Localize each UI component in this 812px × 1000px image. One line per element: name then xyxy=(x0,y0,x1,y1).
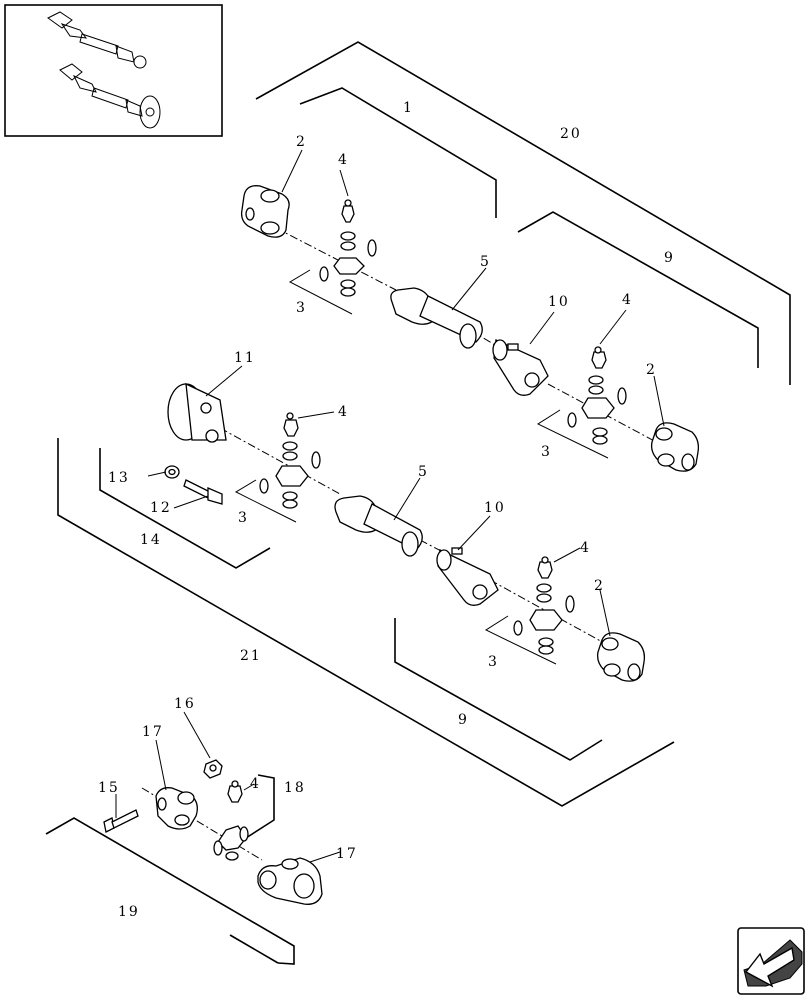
nut-part-16 xyxy=(203,759,223,779)
driveline-thumbnail-upper xyxy=(47,11,147,69)
label-17: 17 xyxy=(142,724,164,740)
cross-bearing-lower-right xyxy=(513,583,575,655)
bracket-3-b xyxy=(536,409,609,459)
axis-line xyxy=(547,383,661,445)
bracket-3-d xyxy=(484,615,557,665)
label-2: 2 xyxy=(646,362,657,378)
label-2: 2 xyxy=(296,134,307,150)
label-17: 17 xyxy=(336,846,358,862)
label-3: 3 xyxy=(296,300,307,316)
tube-part-10-upper xyxy=(492,339,549,396)
axis-line xyxy=(275,227,397,291)
label-15: 15 xyxy=(98,780,120,796)
grease-fitting-part-4-lower-left xyxy=(283,412,299,437)
axis-line xyxy=(219,427,341,495)
part-labels: 1 2 2 2 3 3 3 3 4 4 4 4 4 5 5 9 9 10 10 … xyxy=(98,100,675,920)
label-5: 5 xyxy=(418,464,429,480)
bracket-21 xyxy=(57,438,675,807)
label-12: 12 xyxy=(150,500,172,516)
label-4: 4 xyxy=(250,776,261,792)
cross-bearing-upper-right xyxy=(567,375,627,445)
label-4: 4 xyxy=(580,540,591,556)
label-20: 20 xyxy=(560,126,582,142)
bolt-part-12 xyxy=(183,479,223,505)
cross-bearing-lower-left xyxy=(259,441,321,509)
label-13: 13 xyxy=(108,470,130,486)
bracket-3-c xyxy=(234,479,297,523)
label-11: 11 xyxy=(234,350,256,366)
tube-part-10-lower xyxy=(436,547,499,606)
grease-fitting-part-4-upper xyxy=(341,199,355,223)
label-5: 5 xyxy=(480,254,491,270)
bracket-19 xyxy=(45,817,295,965)
label-10: 10 xyxy=(484,500,506,516)
grease-fitting-part-4-bottom xyxy=(227,780,243,803)
yoke-part-17-left xyxy=(155,787,198,830)
label-21: 21 xyxy=(240,648,262,664)
label-16: 16 xyxy=(174,696,196,712)
bolt-part-15 xyxy=(103,809,139,833)
bracket-9-upper xyxy=(517,211,759,368)
label-4: 4 xyxy=(622,292,633,308)
label-1: 1 xyxy=(403,100,414,116)
yoke-part-2-upper-left xyxy=(240,185,290,238)
yoke-part-2-lower-right xyxy=(596,632,646,682)
label-4: 4 xyxy=(338,152,349,168)
grease-fitting-part-4-lower-right xyxy=(537,556,553,579)
label-9: 9 xyxy=(664,250,675,266)
bracket-1 xyxy=(299,87,497,218)
leader-lines xyxy=(115,149,665,863)
driveline-thumbnail-lower xyxy=(59,63,161,129)
label-4: 4 xyxy=(338,404,349,420)
bracket-20 xyxy=(255,41,791,385)
bracket-14 xyxy=(99,448,271,569)
washer-part-13 xyxy=(164,465,180,479)
grease-fitting-part-4-upper-right xyxy=(591,346,607,369)
label-3: 3 xyxy=(541,444,552,460)
label-10: 10 xyxy=(548,294,570,310)
label-3: 3 xyxy=(238,510,249,526)
bracket-3-a xyxy=(288,269,353,315)
yoke-part-17-right xyxy=(257,857,323,905)
label-9: 9 xyxy=(458,712,469,728)
label-19: 19 xyxy=(118,904,140,920)
shaft-part-5-lower xyxy=(334,495,423,557)
label-18: 18 xyxy=(284,780,306,796)
cross-bearing-part-18 xyxy=(213,825,249,861)
yoke-part-2-upper-right xyxy=(650,422,700,472)
label-3: 3 xyxy=(488,654,499,670)
thumbnail-inset xyxy=(4,4,223,137)
bracket-18 xyxy=(245,774,275,839)
label-2: 2 xyxy=(594,578,605,594)
shaft-part-5-upper xyxy=(390,287,483,349)
cross-bearing-upper-left xyxy=(319,231,377,297)
flange-yoke-part-11 xyxy=(167,382,227,443)
bracket-9-lower xyxy=(394,618,603,761)
label-14: 14 xyxy=(140,532,162,548)
previous-page-arrow-icon[interactable] xyxy=(737,927,805,995)
